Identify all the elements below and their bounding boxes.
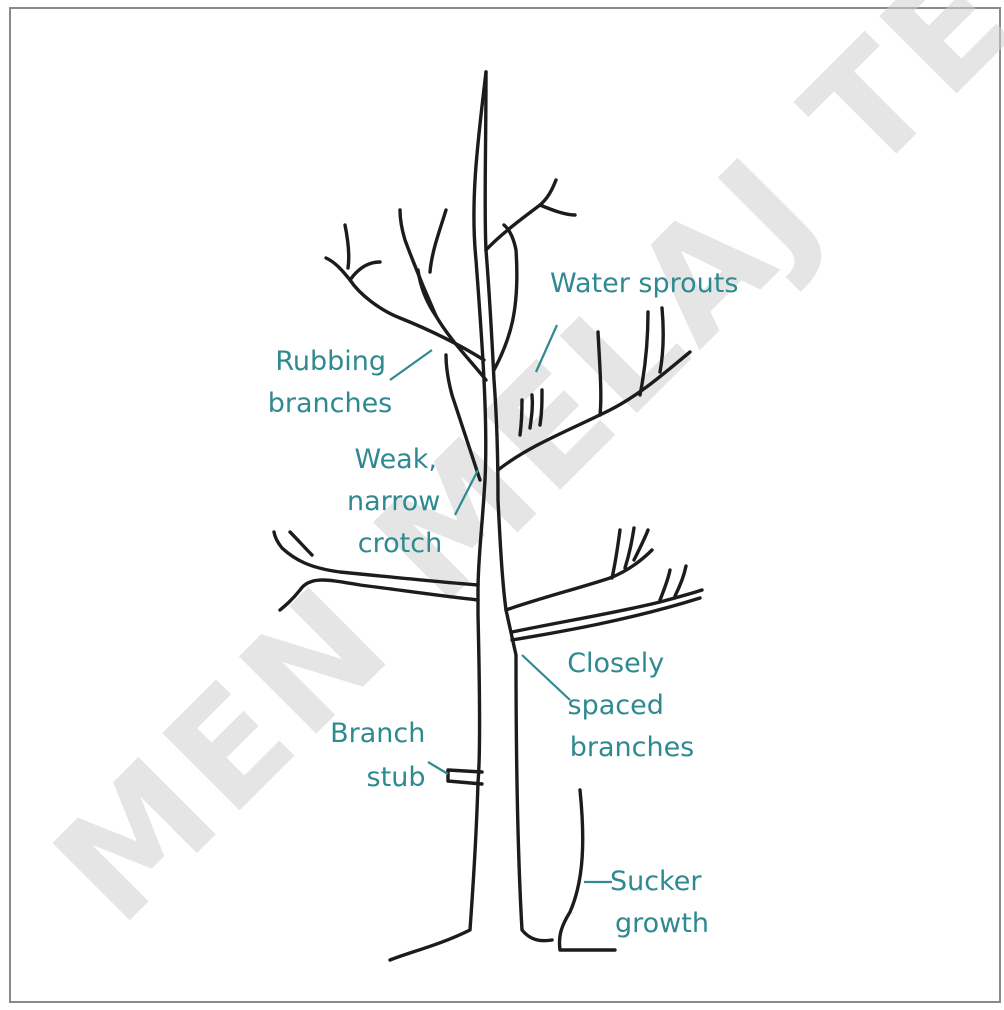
label-crotch-line-2: narrow xyxy=(347,486,440,517)
label-stub-line-1: Branch xyxy=(330,718,425,749)
label-crotch-line-3: crotch xyxy=(358,528,442,559)
label-stub-line-2: stub xyxy=(367,762,426,793)
label-sucker-line-2: growth xyxy=(615,908,709,939)
label-crotch-line-1: Weak, xyxy=(354,444,437,475)
label-rubbing-line-1: Rubbing xyxy=(275,346,386,377)
label-rubbing-line-2: branches xyxy=(268,388,393,419)
label-closely-line-1: Closely xyxy=(567,648,664,679)
label-sucker-line-1: Sucker xyxy=(610,866,702,897)
label-closely-line-3: branches xyxy=(570,732,695,763)
label-closely-line-2: spaced xyxy=(568,690,664,721)
label-weak-crotch: Weak, narrow crotch xyxy=(347,444,449,559)
label-water-sprouts: Water sprouts xyxy=(550,268,738,299)
